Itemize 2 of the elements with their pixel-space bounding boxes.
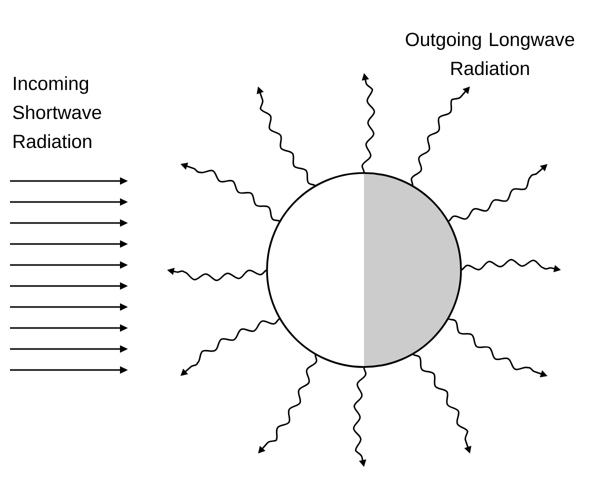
label-text: Outgoing Longwave Radiation (406, 32, 574, 76)
label-text: Incoming Shortwave Radiation (13, 76, 102, 148)
